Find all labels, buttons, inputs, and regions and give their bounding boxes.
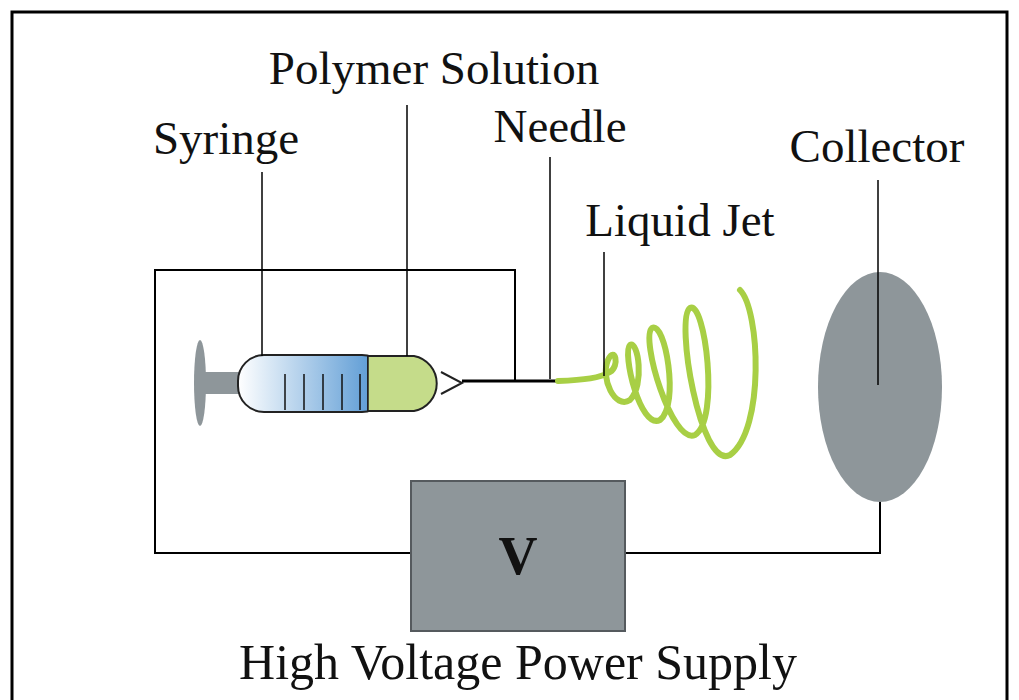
syringe-barrel — [238, 355, 388, 412]
part-label: Collector — [790, 122, 965, 171]
scale-tick — [303, 374, 305, 410]
scale-tick — [322, 374, 324, 410]
scale-tick — [359, 374, 361, 410]
power-supply-box: VHigh Voltage Power Supply — [410, 480, 626, 632]
leader-line — [261, 172, 263, 356]
scale-tick — [284, 374, 286, 410]
leader-line — [603, 252, 605, 376]
plunger-rod — [200, 372, 242, 394]
part-label: Liquid Jet — [585, 196, 774, 245]
polymer-solution — [368, 357, 390, 410]
part-label: Syringe — [153, 114, 299, 163]
scale-ticks — [285, 374, 360, 410]
liquid-jet — [558, 290, 756, 456]
part-label: Polymer Solution — [269, 44, 599, 93]
needle — [462, 380, 558, 383]
power-supply-caption: High Voltage Power Supply — [239, 636, 797, 689]
polymer-solution — [368, 356, 437, 411]
voltage-symbol: V — [499, 528, 538, 585]
scale-tick — [341, 374, 343, 410]
barrel-divider — [367, 356, 369, 411]
syringe-nozzle — [441, 372, 462, 394]
leader-line — [549, 157, 551, 379]
wire — [624, 500, 880, 553]
collector-plate — [818, 272, 942, 502]
leader-line — [406, 105, 408, 356]
leader-line — [877, 180, 879, 385]
frame — [12, 12, 1007, 700]
part-label: Needle — [493, 102, 626, 151]
